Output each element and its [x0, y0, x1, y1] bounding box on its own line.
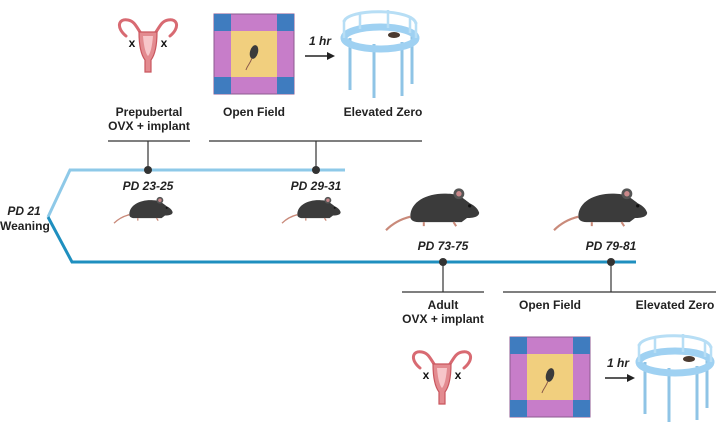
adult-surgery-label-line1: Adult [427, 298, 459, 312]
adult-surgery-age-label: PD 73-75 [417, 239, 469, 253]
adult-surgery-mouse-icon [384, 187, 481, 232]
start-day-label: PD 21 [7, 204, 41, 218]
prepubertal-testing-age-label: PD 29-31 [290, 179, 342, 193]
adult-testing-connector [503, 258, 716, 293]
prepubertal-elevated-zero-label: Elevated Zero [343, 105, 423, 119]
prepubertal-surgery-age-label: PD 23-25 [122, 179, 174, 193]
prepubertal-surgery-mouse-icon [113, 196, 174, 224]
prepubertal-surgery-connector [108, 140, 190, 174]
start-event-label: Weaning [0, 219, 50, 233]
prepubertal-timeline [46, 168, 345, 218]
adult-elevated-zero-label: Elevated Zero [635, 298, 715, 312]
prepubertal-open-field-arena-icon [213, 13, 295, 95]
adult-uterus-icon [411, 350, 473, 406]
prepubertal-surgery-label-line1: Prepubertal [115, 105, 183, 119]
adult-open-field-label: Open Field [518, 298, 581, 312]
adult-timeline [46, 216, 636, 264]
prepubertal-arrow-right-icon [305, 52, 335, 60]
adult-surgery-label-line2: OVX + implant [402, 312, 484, 326]
adult-interval-label: 1 hr [606, 356, 629, 370]
prepubertal-interval-label: 1 hr [308, 34, 331, 48]
adult-testing-age-label: PD 79-81 [585, 239, 637, 253]
adult-arrow-right-icon [605, 374, 635, 382]
adult-testing-mouse-icon [552, 187, 649, 232]
prepubertal-open-field-label: Open Field [222, 105, 285, 119]
prepubertal-elevated-zero-maze-icon [344, 10, 416, 98]
prepubertal-surgery-label-line2: OVX + implant [108, 119, 190, 133]
adult-surgery-connector [402, 258, 484, 293]
adult-elevated-zero-maze-icon [639, 334, 711, 422]
prepubertal-testing-mouse-icon [281, 196, 342, 224]
prepubertal-testing-connector [209, 140, 422, 174]
prepubertal-uterus-icon [117, 18, 179, 74]
adult-open-field-arena-icon [509, 336, 591, 418]
